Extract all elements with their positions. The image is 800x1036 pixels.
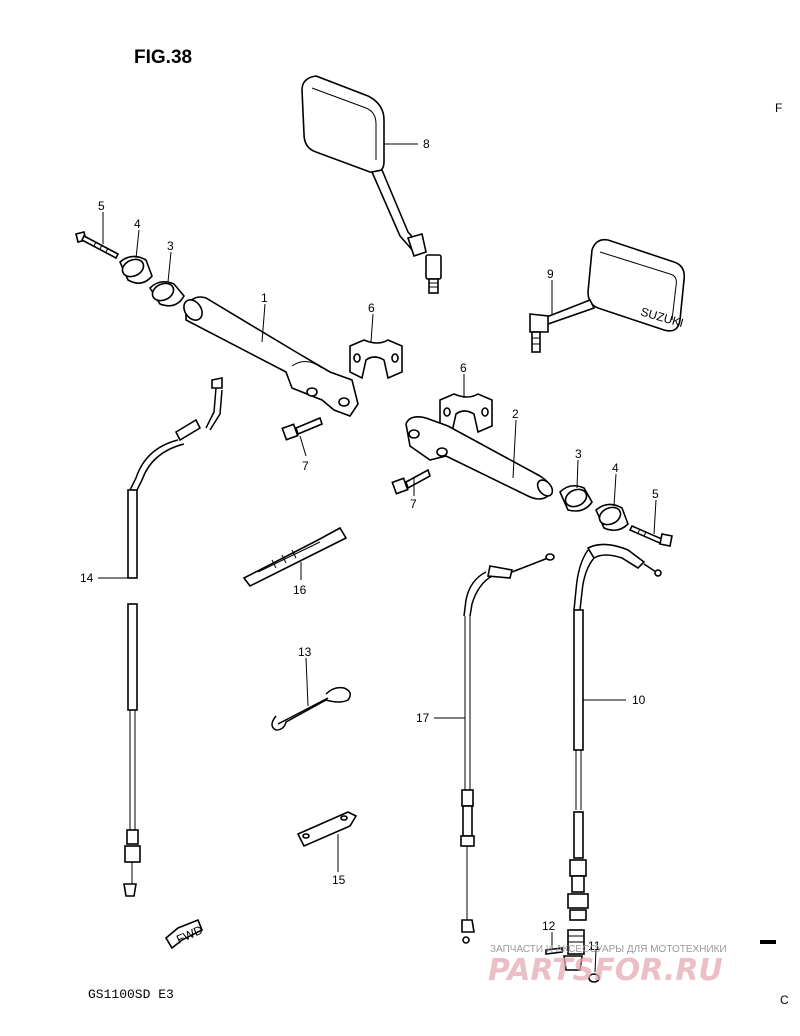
strap-16-part — [242, 526, 348, 588]
callout-5-left: 5 — [98, 199, 105, 213]
callout-5-right: 5 — [652, 487, 659, 501]
edge-mark-bottom: C — [780, 993, 789, 1007]
callout-17: 17 — [416, 711, 430, 725]
fwd-label: FWD — [174, 923, 205, 947]
mirror-right-part: SUZUKI — [529, 238, 685, 353]
grip-end-4-right — [595, 503, 629, 532]
mirror-left-part — [301, 75, 442, 294]
cable-14-part — [123, 377, 223, 897]
clamp-6-left — [349, 339, 403, 380]
grip-end-4-left — [119, 255, 153, 284]
callout-7-right: 7 — [410, 497, 417, 511]
callout-1: 1 — [261, 291, 268, 305]
clamp-6-right — [439, 393, 493, 434]
model-code: GS1100SD E3 — [88, 987, 174, 1002]
black-mark — [760, 940, 776, 944]
pin-12-part — [545, 947, 563, 955]
callout-15: 15 — [332, 873, 346, 887]
callout-16: 16 — [293, 583, 307, 597]
callout-4-left: 4 — [134, 217, 141, 231]
spacer-3-right — [559, 484, 593, 512]
callout-12: 12 — [542, 919, 556, 933]
callout-8: 8 — [423, 137, 430, 151]
cable-17-part — [460, 553, 555, 944]
callout-3-right: 3 — [575, 447, 582, 461]
figure-title: FIG.38 — [134, 47, 192, 68]
callout-9: 9 — [547, 267, 554, 281]
fwd-arrow: FWD — [164, 918, 205, 950]
watermark-line1: ЗАПЧАСТИ И АКСЕССУАРЫ ДЛЯ МОТОТЕХНИКИ — [490, 944, 727, 955]
spacer-3-left — [148, 280, 185, 307]
callout-2: 2 — [512, 407, 519, 421]
bolt-7-right — [391, 468, 431, 495]
watermark: ЗАПЧАСТИ И АКСЕССУАРЫ ДЛЯ МОТОТЕХНИКИ PA… — [488, 944, 727, 988]
callout-3-left: 3 — [167, 239, 174, 253]
callout-13: 13 — [298, 645, 312, 659]
callout-11: 11 — [588, 939, 601, 953]
callout-7-left: 7 — [302, 459, 309, 473]
callout-labels: 5 4 3 1 6 7 8 9 6 2 3 4 5 7 14 16 13 17 … — [80, 137, 659, 953]
callout-6-left: 6 — [368, 301, 375, 315]
handlebar-right-part — [405, 416, 554, 500]
pin-11-part — [588, 973, 600, 983]
watermark-line2: PARTSFOR.RU — [488, 953, 723, 988]
bolt-7-left — [281, 416, 323, 441]
callout-10: 10 — [632, 693, 646, 707]
clip-13-part — [271, 686, 351, 731]
bolt-5-right — [628, 524, 673, 547]
handlebar-left-part — [183, 296, 359, 417]
callout-4-right: 4 — [612, 461, 619, 475]
callout-14: 14 — [80, 571, 94, 585]
leader-lines — [98, 143, 657, 973]
cable-10-part — [563, 543, 662, 971]
plate-15-part — [296, 811, 358, 848]
edge-mark-top: F — [775, 101, 782, 115]
bolt-5-left — [75, 231, 120, 260]
callout-6-right: 6 — [460, 361, 467, 375]
